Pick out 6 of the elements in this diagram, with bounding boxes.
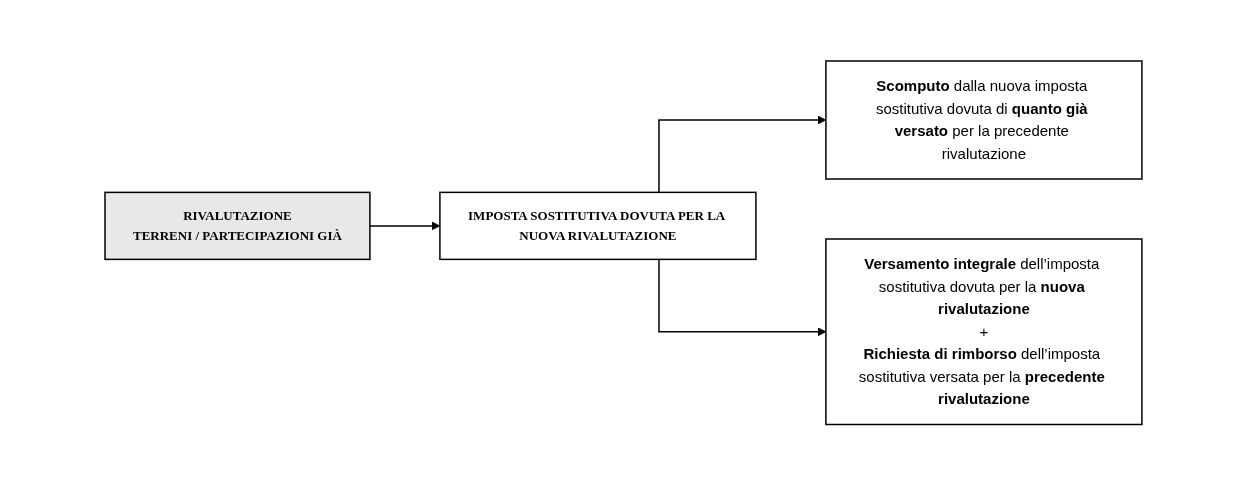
- node-box: RIVALUTAZIONE TERRENI / PARTECIPAZIONI GIÀ: [103, 191, 371, 261]
- node-box: Scomputo dalla nuova imposta sostitutiva dovuta di quanto già versato per la precedente rivalutazione: [824, 60, 1143, 180]
- arrow: [657, 115, 826, 194]
- node-box: Versamento integrale dell’imposta sostitutiva dovuta per la nuova rivalutazione + Richiesta di rimborso dell’imposta sostitutiva versata per la precedente rivalutazione: [824, 238, 1143, 426]
- node-box: IMPOSTA SOSTITUTIVA DOVUTA PER LA NUOVA RIVALUTAZIONE: [438, 191, 757, 261]
- arrow: [657, 258, 826, 337]
